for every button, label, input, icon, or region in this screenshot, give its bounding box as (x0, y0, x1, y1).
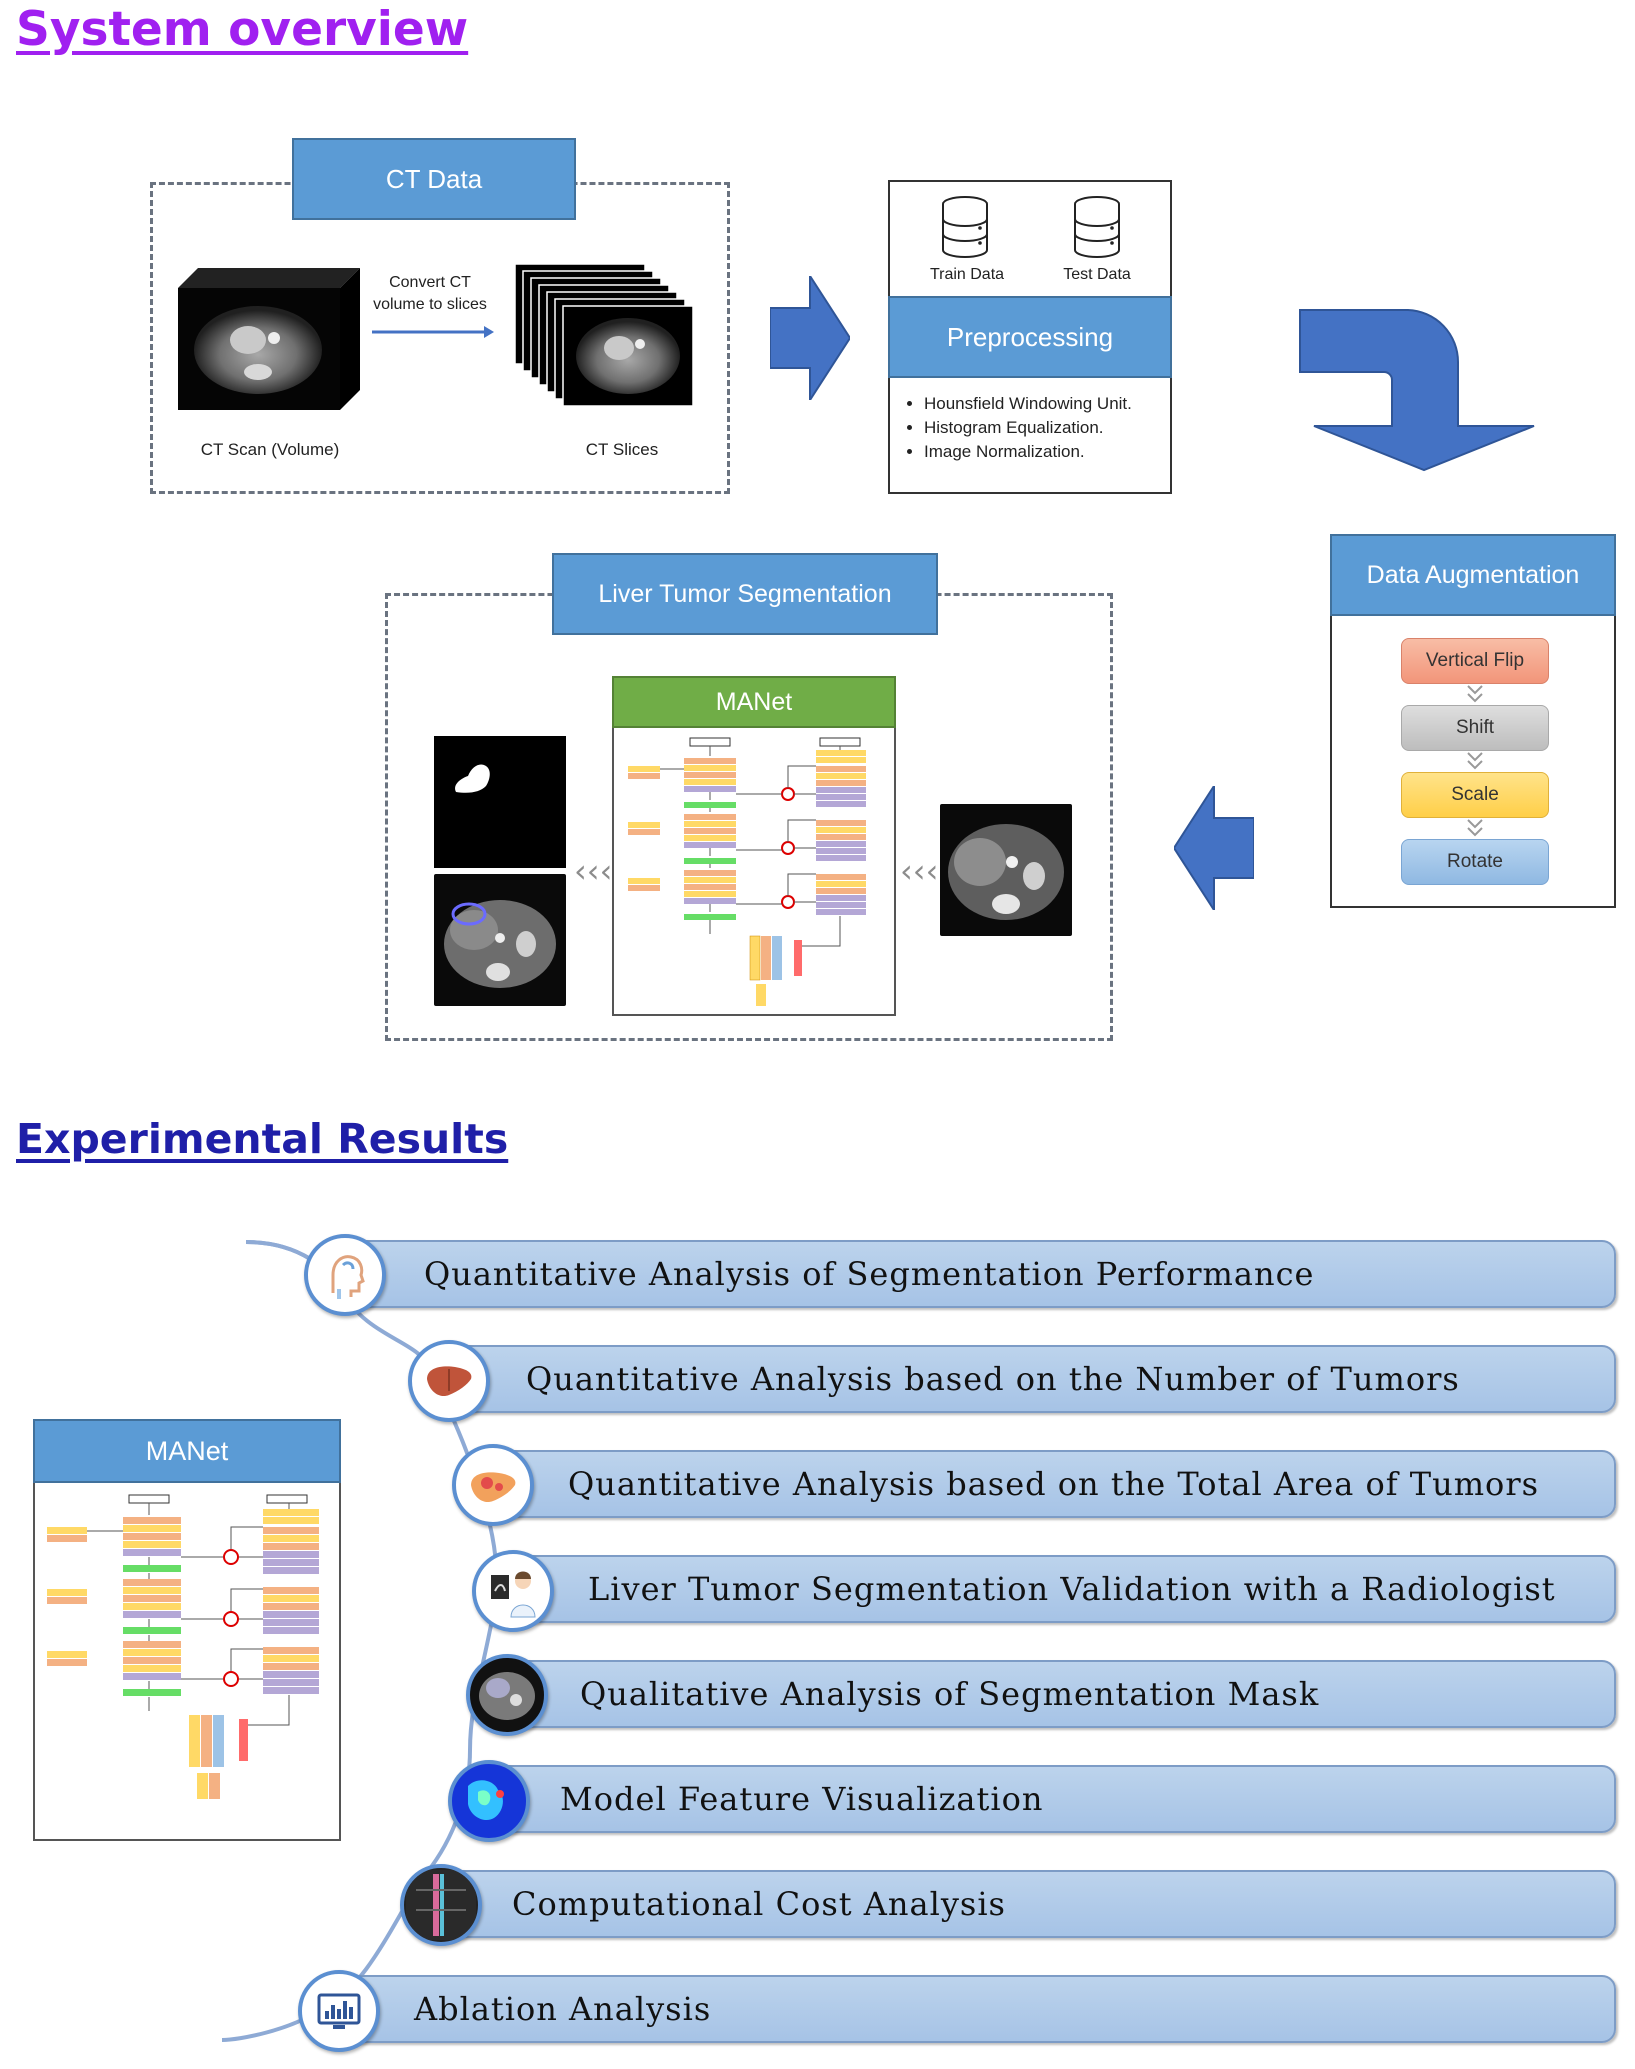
vertical-flip-step: Vertical Flip (1401, 638, 1549, 684)
spine-scan-icon (400, 1864, 482, 1946)
train-database-icon (942, 196, 988, 258)
liver-tumor-icon (452, 1444, 534, 1526)
test-database-icon (1074, 196, 1120, 258)
head-scan-icon (304, 1234, 386, 1316)
manet-architecture (47, 1494, 319, 1799)
result-banner: Qualitative Analysis of Segmentation Mas… (500, 1660, 1616, 1728)
result-label: Quantitative Analysis based on the Numbe… (526, 1360, 1460, 1398)
ct-slices-label: CT Slices (585, 440, 659, 459)
chevron-down-icon (1467, 752, 1483, 770)
result-banner: Computational Cost Analysis (440, 1870, 1616, 1938)
result-banner: Model Feature Visualization (480, 1765, 1616, 1833)
encoder-block (628, 758, 736, 920)
flow-arrow-right-icon (770, 276, 850, 400)
result-label: Computational Cost Analysis (512, 1885, 1006, 1923)
flow-arrow-left-icon (1174, 786, 1254, 910)
convert-label-line2: volume to slices (373, 296, 487, 313)
shift-step: Shift (1401, 705, 1549, 751)
experimental-results-heading: Experimental Results (16, 1115, 509, 1163)
ct-data-title: CT Data (292, 138, 576, 220)
overlay-ct-image (434, 874, 566, 1006)
preprocessing-step: Histogram Equalization. (924, 416, 1132, 440)
system-overview-heading: System overview (16, 2, 469, 57)
preprocessing-step: Image Normalization. (924, 440, 1132, 464)
mask-blob (455, 764, 490, 793)
manet-diagram-bottom: MANet (33, 1419, 341, 1841)
convert-arrow-icon (372, 326, 494, 338)
radiologist-icon (472, 1550, 554, 1632)
manet-title-top: MANet (612, 676, 896, 728)
chart-monitor-icon (298, 1970, 380, 2052)
tumor-mask-image (434, 736, 566, 868)
ct-mask-icon (466, 1654, 548, 1736)
result-banner: Ablation Analysis (330, 1975, 1616, 2043)
manet-architecture (628, 737, 866, 1006)
manet-diagram-top: MANet (612, 676, 896, 1016)
result-label: Ablation Analysis (414, 1990, 712, 2028)
preprocessing-list: Hounsfield Windowing Unit. Histogram Equ… (900, 392, 1132, 464)
chevrons-left-icon: ‹‹‹ (900, 852, 939, 890)
preprocessing-title: Preprocessing (888, 296, 1172, 378)
scale-step: Scale (1401, 772, 1549, 818)
decoder-block (816, 750, 866, 915)
test-data-label: Test Data (1063, 266, 1131, 283)
manet-title-bottom: MANet (33, 1419, 341, 1483)
ct-volume-cube (178, 268, 360, 410)
feature-map-icon (448, 1760, 530, 1842)
augmentation-title: Data Augmentation (1330, 534, 1616, 616)
result-label: Qualitative Analysis of Segmentation Mas… (580, 1675, 1320, 1713)
result-label: Quantitative Analysis of Segmentation Pe… (424, 1255, 1315, 1293)
segmentation-title: Liver Tumor Segmentation (552, 553, 938, 635)
ct-scan-label: CT Scan (Volume) (200, 440, 340, 459)
result-banner: Liver Tumor Segmentation Validation with… (500, 1555, 1616, 1623)
train-data-label: Train Data (929, 266, 1005, 283)
rotate-step: Rotate (1401, 839, 1549, 885)
result-label: Quantitative Analysis based on the Total… (568, 1465, 1540, 1503)
input-ct-image (940, 804, 1072, 936)
result-label: Model Feature Visualization (560, 1780, 1044, 1818)
result-banner: Quantitative Analysis based on the Total… (480, 1450, 1616, 1518)
chevron-down-icon (1467, 685, 1483, 703)
augmentation-box: Data Augmentation Vertical Flip Shift Sc… (1330, 534, 1616, 908)
chevron-down-icon (1467, 819, 1483, 837)
result-banner: Quantitative Analysis of Segmentation Pe… (330, 1240, 1616, 1308)
ct-slices-stack (515, 264, 694, 407)
result-label: Liver Tumor Segmentation Validation with… (588, 1570, 1556, 1608)
convert-label-line1: Convert CT (389, 274, 471, 291)
flow-arrow-bent-icon (1299, 309, 1535, 472)
liver-icon (408, 1340, 490, 1422)
result-banner: Quantitative Analysis based on the Numbe… (440, 1345, 1616, 1413)
preprocessing-step: Hounsfield Windowing Unit. (924, 392, 1132, 416)
chevrons-left-icon: ‹‹‹ (574, 852, 613, 890)
